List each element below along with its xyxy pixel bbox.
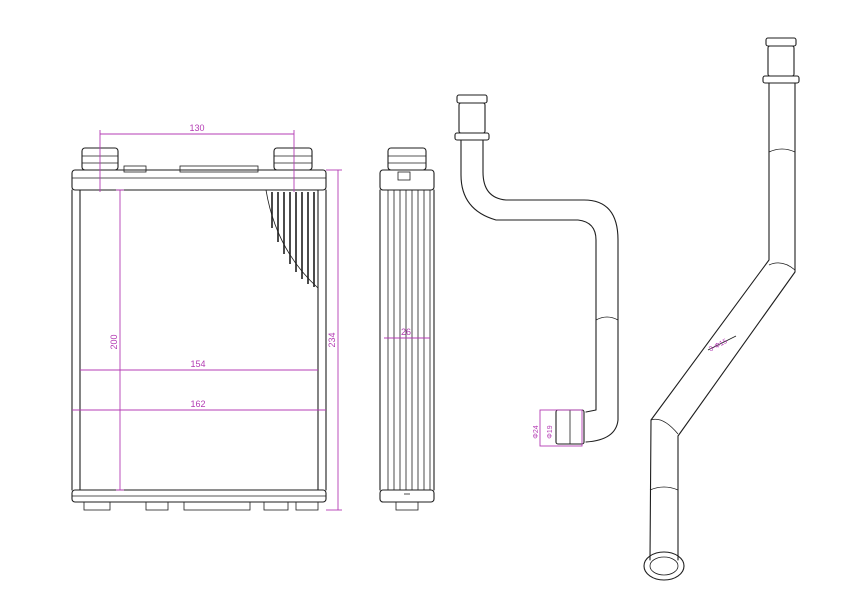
dimension-core-width: 154 <box>80 359 318 371</box>
fin-detail <box>265 189 319 289</box>
dimension-pipe-diameters: Φ24 Φ19 <box>533 409 583 447</box>
dimension-label-26: 26 <box>401 327 411 337</box>
dimension-core-depth: 26 <box>384 327 430 339</box>
dimension-fitting-spacing: 130 <box>99 123 295 192</box>
dimension-overall-width: 162 <box>72 399 326 411</box>
dimension-label-130: 130 <box>189 123 204 133</box>
dimension-label-inner-diameter: Φ19 <box>547 425 554 438</box>
dimension-label-200: 200 <box>109 334 119 349</box>
dimension-label-234: 234 <box>327 332 337 347</box>
pipe-one: Φ24 Φ19 <box>454 94 619 447</box>
core-body <box>71 189 327 491</box>
dimension-label-162: 162 <box>190 399 205 409</box>
dimension-label-154: 154 <box>190 359 205 369</box>
side-view: 26 <box>379 147 435 511</box>
dimension-label-outer-diameter: Φ24 <box>533 425 540 438</box>
bottom-tank <box>71 489 327 511</box>
tube-diameter-label: 3-Φ15 <box>708 338 729 353</box>
fitting-right <box>273 147 313 171</box>
top-tank <box>71 165 327 191</box>
pipe-two: 3-Φ15 <box>643 37 800 581</box>
dimension-core-height: 200 <box>109 189 124 491</box>
dimension-overall-height: 234 <box>326 169 342 511</box>
front-view: 130 200 234 154 162 <box>71 123 342 511</box>
